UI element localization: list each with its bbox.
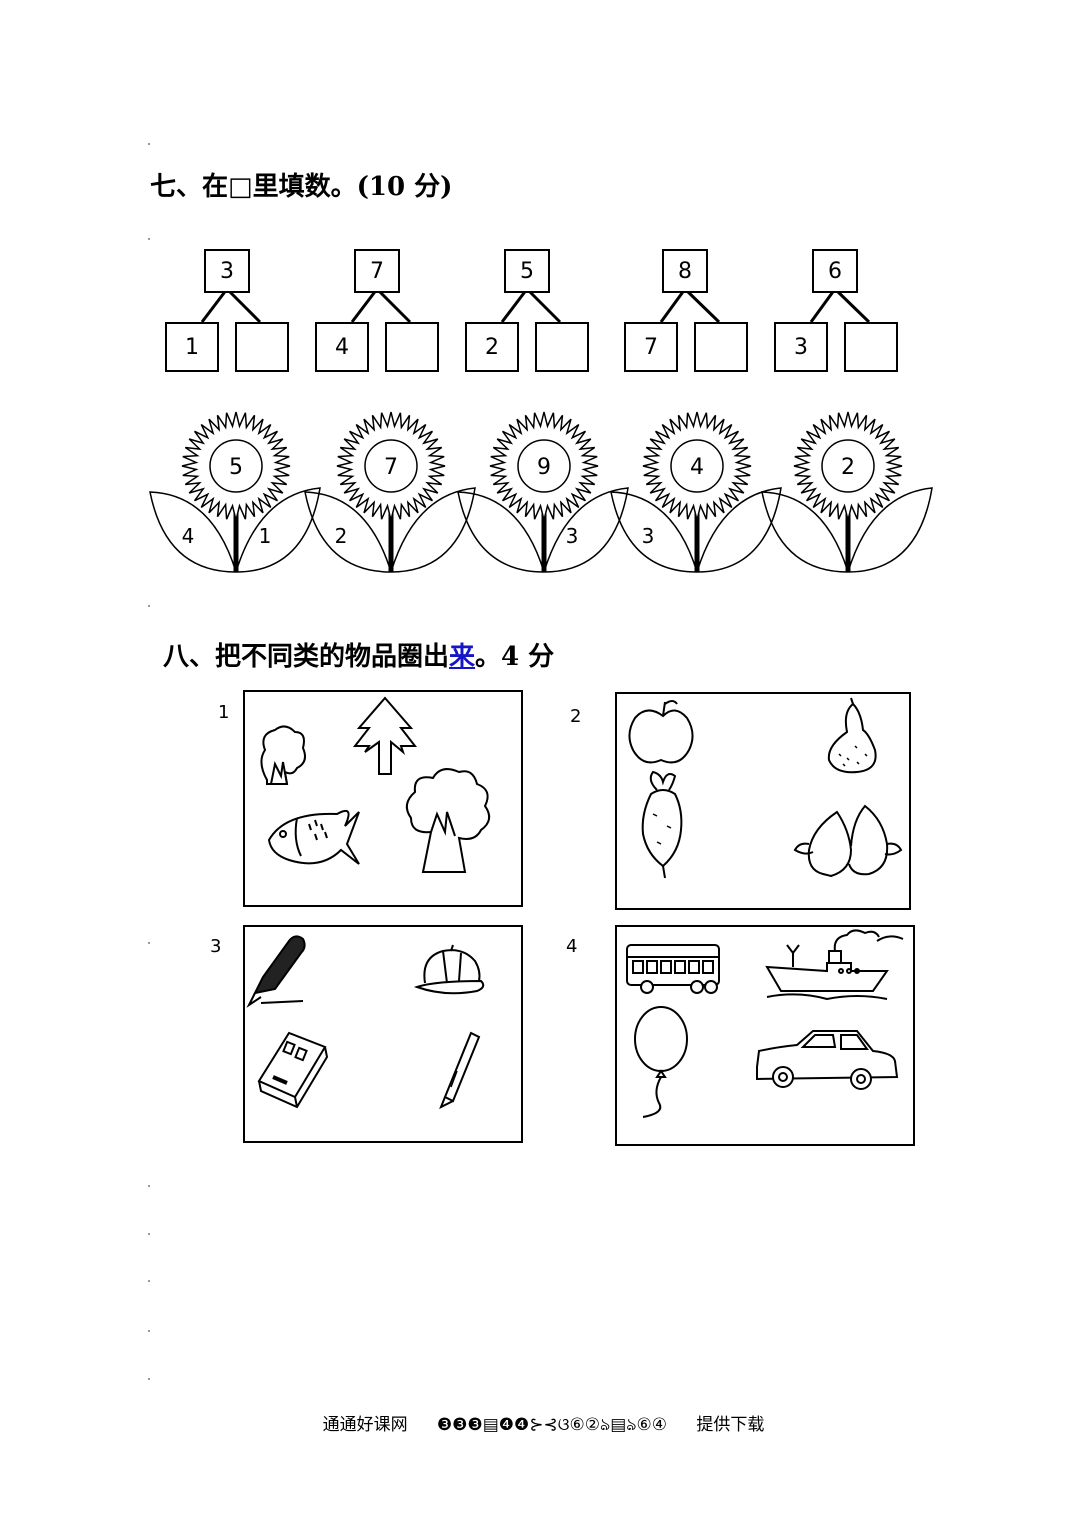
tree-left-box: 1 [165, 322, 219, 372]
margin-dot [148, 143, 150, 145]
fish-icon [267, 810, 360, 865]
panel-1 [243, 690, 523, 907]
tree-right-blank-box[interactable] [694, 322, 748, 372]
left-leaf [761, 491, 849, 573]
pen-icon [246, 935, 306, 1008]
tree-left-box: 2 [465, 322, 519, 372]
sunflower-center [209, 439, 263, 493]
tree-left-box: 3 [774, 322, 828, 372]
pencil-box-icon [257, 1031, 329, 1109]
ship-icon [765, 929, 904, 1001]
car-icon [756, 1030, 899, 1090]
left-leaf [457, 491, 545, 573]
panel-number-1: 1 [218, 702, 230, 723]
sunflower-center [517, 439, 571, 493]
peach-icon [793, 804, 903, 878]
apple-icon [628, 700, 694, 764]
pine-tree-icon [352, 696, 418, 775]
panel-3 [243, 925, 523, 1143]
radish-icon [641, 770, 683, 879]
pear-icon [827, 697, 877, 774]
footer-download: 提供下载 [696, 1415, 765, 1435]
sunflower-center [364, 439, 418, 493]
tree-connector-lines [350, 287, 412, 324]
tree-connector-lines [500, 287, 562, 324]
sunflower-number: 5 [229, 455, 243, 480]
margin-dot [148, 1280, 150, 1282]
big-tree-icon [405, 768, 491, 873]
tree-connector-lines [659, 287, 721, 324]
margin-dot [148, 1378, 150, 1380]
tree-left-box: 7 [624, 322, 678, 372]
sunflower-number: 2 [841, 455, 855, 480]
tree-right-blank-box[interactable] [535, 322, 589, 372]
cap-icon [413, 944, 485, 995]
right-leaf [847, 487, 933, 573]
section7-title: 七、在□里填数。(10 分) [150, 172, 453, 202]
right-leaf [696, 487, 782, 573]
tree-left-box: 4 [315, 322, 369, 372]
tree-top-box: 6 [812, 249, 858, 293]
sunflower-row: 4 1 2 3 3 5 7 9 4 2 [149, 411, 933, 573]
bus-icon [626, 944, 720, 994]
tree-connector-lines [200, 287, 262, 324]
left-leaf [149, 491, 237, 573]
panel-number-3: 3 [210, 936, 222, 957]
sunflower-center [821, 439, 875, 493]
margin-dot [148, 605, 150, 607]
margin-dot [148, 1330, 150, 1332]
tree-right-blank-box[interactable] [235, 322, 289, 372]
tree-top-box: 3 [204, 249, 250, 293]
leaf-number: 2 [335, 524, 348, 548]
sunflower-number: 4 [690, 455, 704, 480]
pencil-icon [439, 1031, 481, 1110]
tree-top-box: 8 [662, 249, 708, 293]
panel-2-drawing [628, 697, 903, 879]
leaf-number: 4 [182, 524, 195, 548]
balloon-icon [634, 1006, 688, 1118]
margin-dot [148, 1185, 150, 1187]
leaf-number: 3 [566, 524, 579, 548]
panel-2 [615, 692, 911, 910]
tree-right-blank-box[interactable] [844, 322, 898, 372]
panel-number-4: 4 [566, 936, 578, 957]
page-footer: 通通好课网 ❸❸❸▤❹❹⊱⊰ଓ⑥②ঌ▤ঌ⑥④ 提供下载 [0, 1410, 1087, 1440]
panel-4-drawing [626, 929, 904, 1118]
tree-connector-lines [809, 287, 871, 324]
right-leaf [390, 487, 476, 573]
footer-site: 通通好课网 [322, 1415, 408, 1435]
leaf-number: 3 [642, 524, 655, 548]
margin-dot [148, 942, 150, 944]
left-leaf [304, 491, 392, 573]
margin-dot [148, 1233, 150, 1235]
section8-title: 八、把不同类的物品圈出来。4 分 [163, 636, 554, 673]
panel-4 [615, 925, 915, 1146]
left-leaf [610, 491, 698, 573]
leaves-layer: 4 1 2 3 3 [149, 487, 933, 573]
footer-garbled-text: ❸❸❸▤❹❹⊱⊰ଓ⑥②ঌ▤ঌ⑥④ [437, 1415, 667, 1435]
right-leaf [543, 487, 629, 573]
tree-icon [260, 725, 306, 785]
panel-number-2: 2 [570, 706, 582, 727]
panel-3-drawing [246, 935, 485, 1110]
sunflower-number: 9 [537, 455, 551, 480]
section8-title-link[interactable]: 来 [449, 642, 476, 672]
section8-title-prefix: 八、把不同类的物品圈出 [163, 642, 450, 672]
tree-top-box: 5 [504, 249, 550, 293]
sunflower-number: 7 [384, 455, 398, 480]
sunflower-center [670, 439, 724, 493]
panel-1-drawing [260, 696, 491, 873]
right-leaf [235, 487, 321, 573]
leaf-number: 1 [259, 524, 272, 548]
flowers-layer: 5 7 9 4 2 [181, 411, 903, 572]
margin-dot [148, 238, 150, 240]
tree-right-blank-box[interactable] [385, 322, 439, 372]
section8-title-suffix: 。4 分 [475, 642, 555, 672]
tree-top-box: 7 [354, 249, 400, 293]
